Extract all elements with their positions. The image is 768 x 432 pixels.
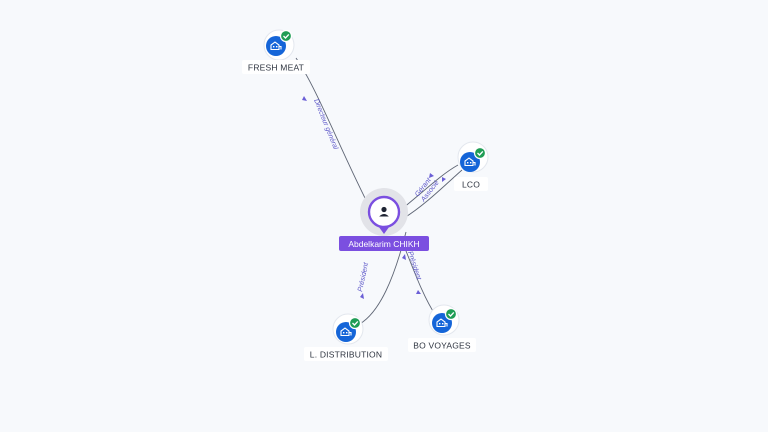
relation-label-directeur-general: Directeur général xyxy=(312,98,339,151)
user-icon xyxy=(379,206,389,217)
company-node-lco[interactable]: LCO xyxy=(454,141,489,191)
verified-badge xyxy=(473,146,487,160)
building-icon xyxy=(340,327,352,337)
company-label: FRESH MEAT xyxy=(248,63,304,73)
edge-lco-associe xyxy=(403,169,463,219)
company-label-bg xyxy=(304,347,388,361)
arrow-lco-gerant xyxy=(429,173,434,178)
relation-label-president-l-distribution: Président xyxy=(357,261,370,292)
check-icon xyxy=(477,150,484,156)
verified-badge xyxy=(444,307,458,321)
verified-badge xyxy=(279,29,293,43)
arrow-lco-associe xyxy=(442,177,446,182)
edge-arrows xyxy=(302,96,446,299)
company-node-l-distribution[interactable]: L. DISTRIBUTION xyxy=(304,313,388,361)
company-label-bg xyxy=(408,338,476,352)
person-label: Abdelkarim CHIKH xyxy=(348,239,419,249)
building-icon xyxy=(270,41,282,51)
check-icon xyxy=(448,311,455,317)
person-label-bg xyxy=(339,236,429,251)
company-node-fresh-meat[interactable]: FRESH MEAT xyxy=(242,29,310,74)
company-label-bg xyxy=(242,60,310,74)
company-label-bg xyxy=(454,177,488,191)
check-icon xyxy=(283,33,290,39)
arrow-bo-voyages-1 xyxy=(402,254,406,260)
arrow-l-distribution xyxy=(360,293,364,299)
building-icon xyxy=(436,318,448,328)
company-node-bo-voyages[interactable]: BO VOYAGES xyxy=(408,304,476,352)
person-node-center[interactable]: Abdelkarim CHIKH xyxy=(339,188,429,251)
building-icon xyxy=(464,157,476,167)
company-label: BO VOYAGES xyxy=(413,341,471,351)
verified-badge xyxy=(348,316,362,330)
relation-label-president-bo-voyages: Président xyxy=(406,250,422,281)
arrow-fresh-meat xyxy=(302,96,307,101)
company-label: LCO xyxy=(462,180,480,190)
company-label: L. DISTRIBUTION xyxy=(310,350,382,360)
check-icon xyxy=(352,320,359,326)
arrow-bo-voyages-2 xyxy=(416,290,421,294)
